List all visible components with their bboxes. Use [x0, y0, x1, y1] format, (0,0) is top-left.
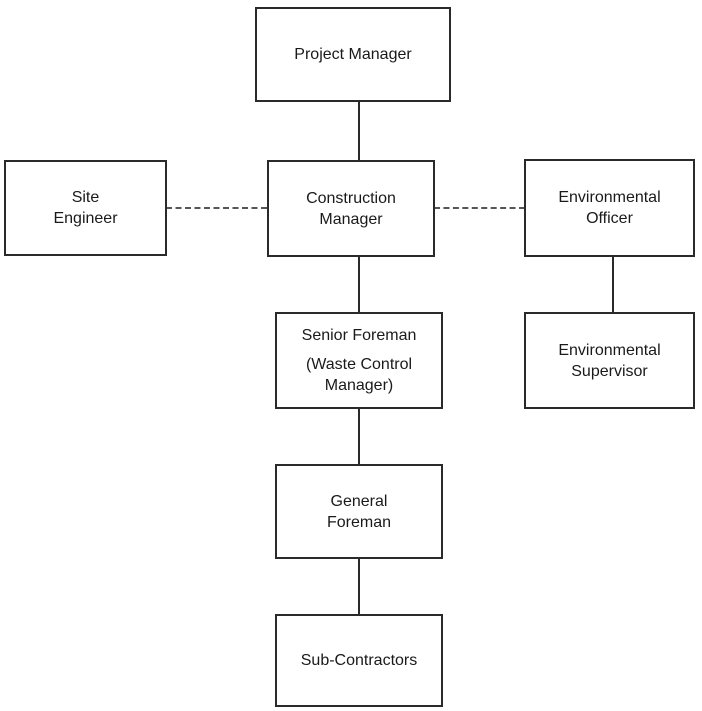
senior-foreman-label-line-2: (Waste Control [305, 356, 413, 373]
connector-project-to-construction [358, 101, 360, 161]
construction-manager-label-line-1: Construction [306, 189, 396, 207]
project-manager-box: Project Manager [255, 7, 451, 102]
senior-foreman-label-line-1: Senior Foreman [301, 327, 417, 344]
environmental-supervisor-label-line-1: Environmental [558, 341, 661, 359]
sub-contractors-box: Sub-Contractors [275, 614, 443, 707]
construction-manager-box: Construction Manager [267, 160, 435, 257]
sub-contractors-label: Sub-Contractors [300, 652, 418, 669]
connector-construction-to-environmental-officer [434, 207, 525, 209]
senior-foreman-label-line-3: Manager) [324, 377, 394, 394]
construction-manager-label-line-2: Manager [319, 210, 383, 228]
connector-construction-to-senior-foreman [358, 256, 360, 313]
senior-foreman-box: Senior Foreman (Waste Control Manager) [275, 312, 443, 409]
environmental-supervisor-label-line-2: Supervisor [571, 362, 648, 380]
environmental-officer-box: Environmental Officer [524, 159, 695, 257]
connector-general-foreman-to-subcontractors [358, 558, 360, 615]
environmental-officer-label-line-1: Environmental [558, 189, 661, 206]
connector-senior-foreman-to-general-foreman [358, 408, 360, 465]
site-engineer-box: Site Engineer [4, 160, 167, 256]
site-engineer-label-line-2: Engineer [53, 210, 118, 227]
connector-environmental-officer-to-supervisor [612, 256, 614, 313]
general-foreman-label-line-1: General [330, 492, 388, 510]
connector-construction-to-site-engineer [166, 207, 267, 209]
general-foreman-box: General Foreman [275, 464, 443, 559]
environmental-supervisor-box: Environmental Supervisor [524, 312, 695, 409]
general-foreman-label-line-2: Foreman [326, 513, 392, 531]
environmental-officer-label-line-2: Officer [586, 210, 633, 227]
project-manager-label: Project Manager [294, 46, 412, 63]
site-engineer-label-line-1: Site [71, 189, 100, 206]
